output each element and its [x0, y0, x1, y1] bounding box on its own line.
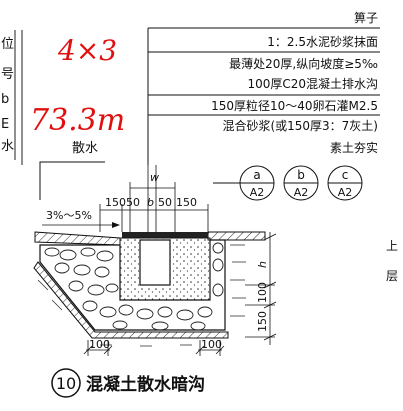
layer-label-table: [147, 27, 380, 165]
vertical-dimensions: [245, 232, 277, 345]
callout-letter-c: c: [342, 168, 349, 182]
callout-sheet-b: A2: [294, 186, 309, 199]
channel-void: [139, 239, 171, 286]
apron-slab: [34, 231, 121, 246]
handwritten-result: 73.3m: [30, 103, 125, 138]
compacted-soil: [37, 244, 246, 347]
svg-text:150: 150: [105, 196, 126, 209]
label-compacted-soil: 素土夯实: [330, 140, 378, 155]
right-edge-text-1: 上: [386, 239, 398, 253]
label-mortar-finish: 1：2.5水泥砂浆抹面: [267, 34, 378, 49]
svg-text:位: 位: [1, 37, 14, 52]
dim-w: w: [150, 171, 159, 184]
gravel-bed: [39, 239, 226, 331]
dim-bottom-left: 100: [89, 338, 110, 351]
handwritten-formula: 4×3: [57, 34, 117, 67]
label-lime-soil: 混合砂浆(或150厚3：7灰土): [222, 118, 378, 133]
svg-text:50: 50: [158, 196, 172, 209]
dim-h: h: [256, 261, 269, 268]
figure-number-circle: [51, 368, 81, 398]
left-edge-text: 位 号 b E 水: [1, 37, 14, 154]
svg-text:号: 号: [1, 67, 14, 82]
figure-title: 混凝土散水暗沟: [86, 374, 205, 395]
svg-text:50: 50: [126, 196, 140, 209]
ground-slab-right: [207, 231, 266, 241]
svg-text:b: b: [1, 92, 9, 107]
svg-text:b: b: [147, 196, 154, 209]
callout-group: [213, 165, 363, 201]
figure-number: 10: [56, 374, 76, 393]
slope-label: 3%～5%: [46, 209, 92, 222]
apron-label: 散水: [72, 141, 98, 156]
dim-150: 150: [256, 311, 269, 332]
top-segment-dims: 150 50 b 50 150: [105, 196, 197, 209]
bottom-dimensions: [83, 340, 225, 356]
dim-bottom-right: 100: [201, 338, 222, 351]
dimension-w: [129, 182, 176, 232]
label-gravel: 150厚粒径10～40卵石灌M2.5: [211, 98, 378, 113]
dim-100: 100: [256, 282, 269, 303]
leader-lines: [147, 165, 157, 232]
slope-arrow: [112, 222, 120, 228]
svg-text:150: 150: [176, 196, 197, 209]
label-grate: 箅子: [354, 10, 378, 25]
callout-sheet-a: A2: [250, 186, 265, 199]
svg-text:E: E: [1, 117, 9, 132]
apron-leader: [39, 161, 105, 200]
callout-sheet-c: A2: [338, 186, 353, 199]
label-thinnest-slope: 最薄处20厚,纵向坡度≥5‰: [229, 56, 378, 71]
gravel-stones: [44, 242, 224, 331]
grate: [122, 232, 208, 238]
callout-letter-b: b: [297, 168, 305, 182]
svg-text:水: 水: [1, 139, 14, 154]
lime-soil-layer: [33, 261, 229, 339]
label-concrete-channel: 100厚C20混凝土排水沟: [247, 76, 378, 91]
right-edge-text-2: 层: [386, 269, 398, 283]
callout-letter-a: a: [253, 168, 260, 182]
